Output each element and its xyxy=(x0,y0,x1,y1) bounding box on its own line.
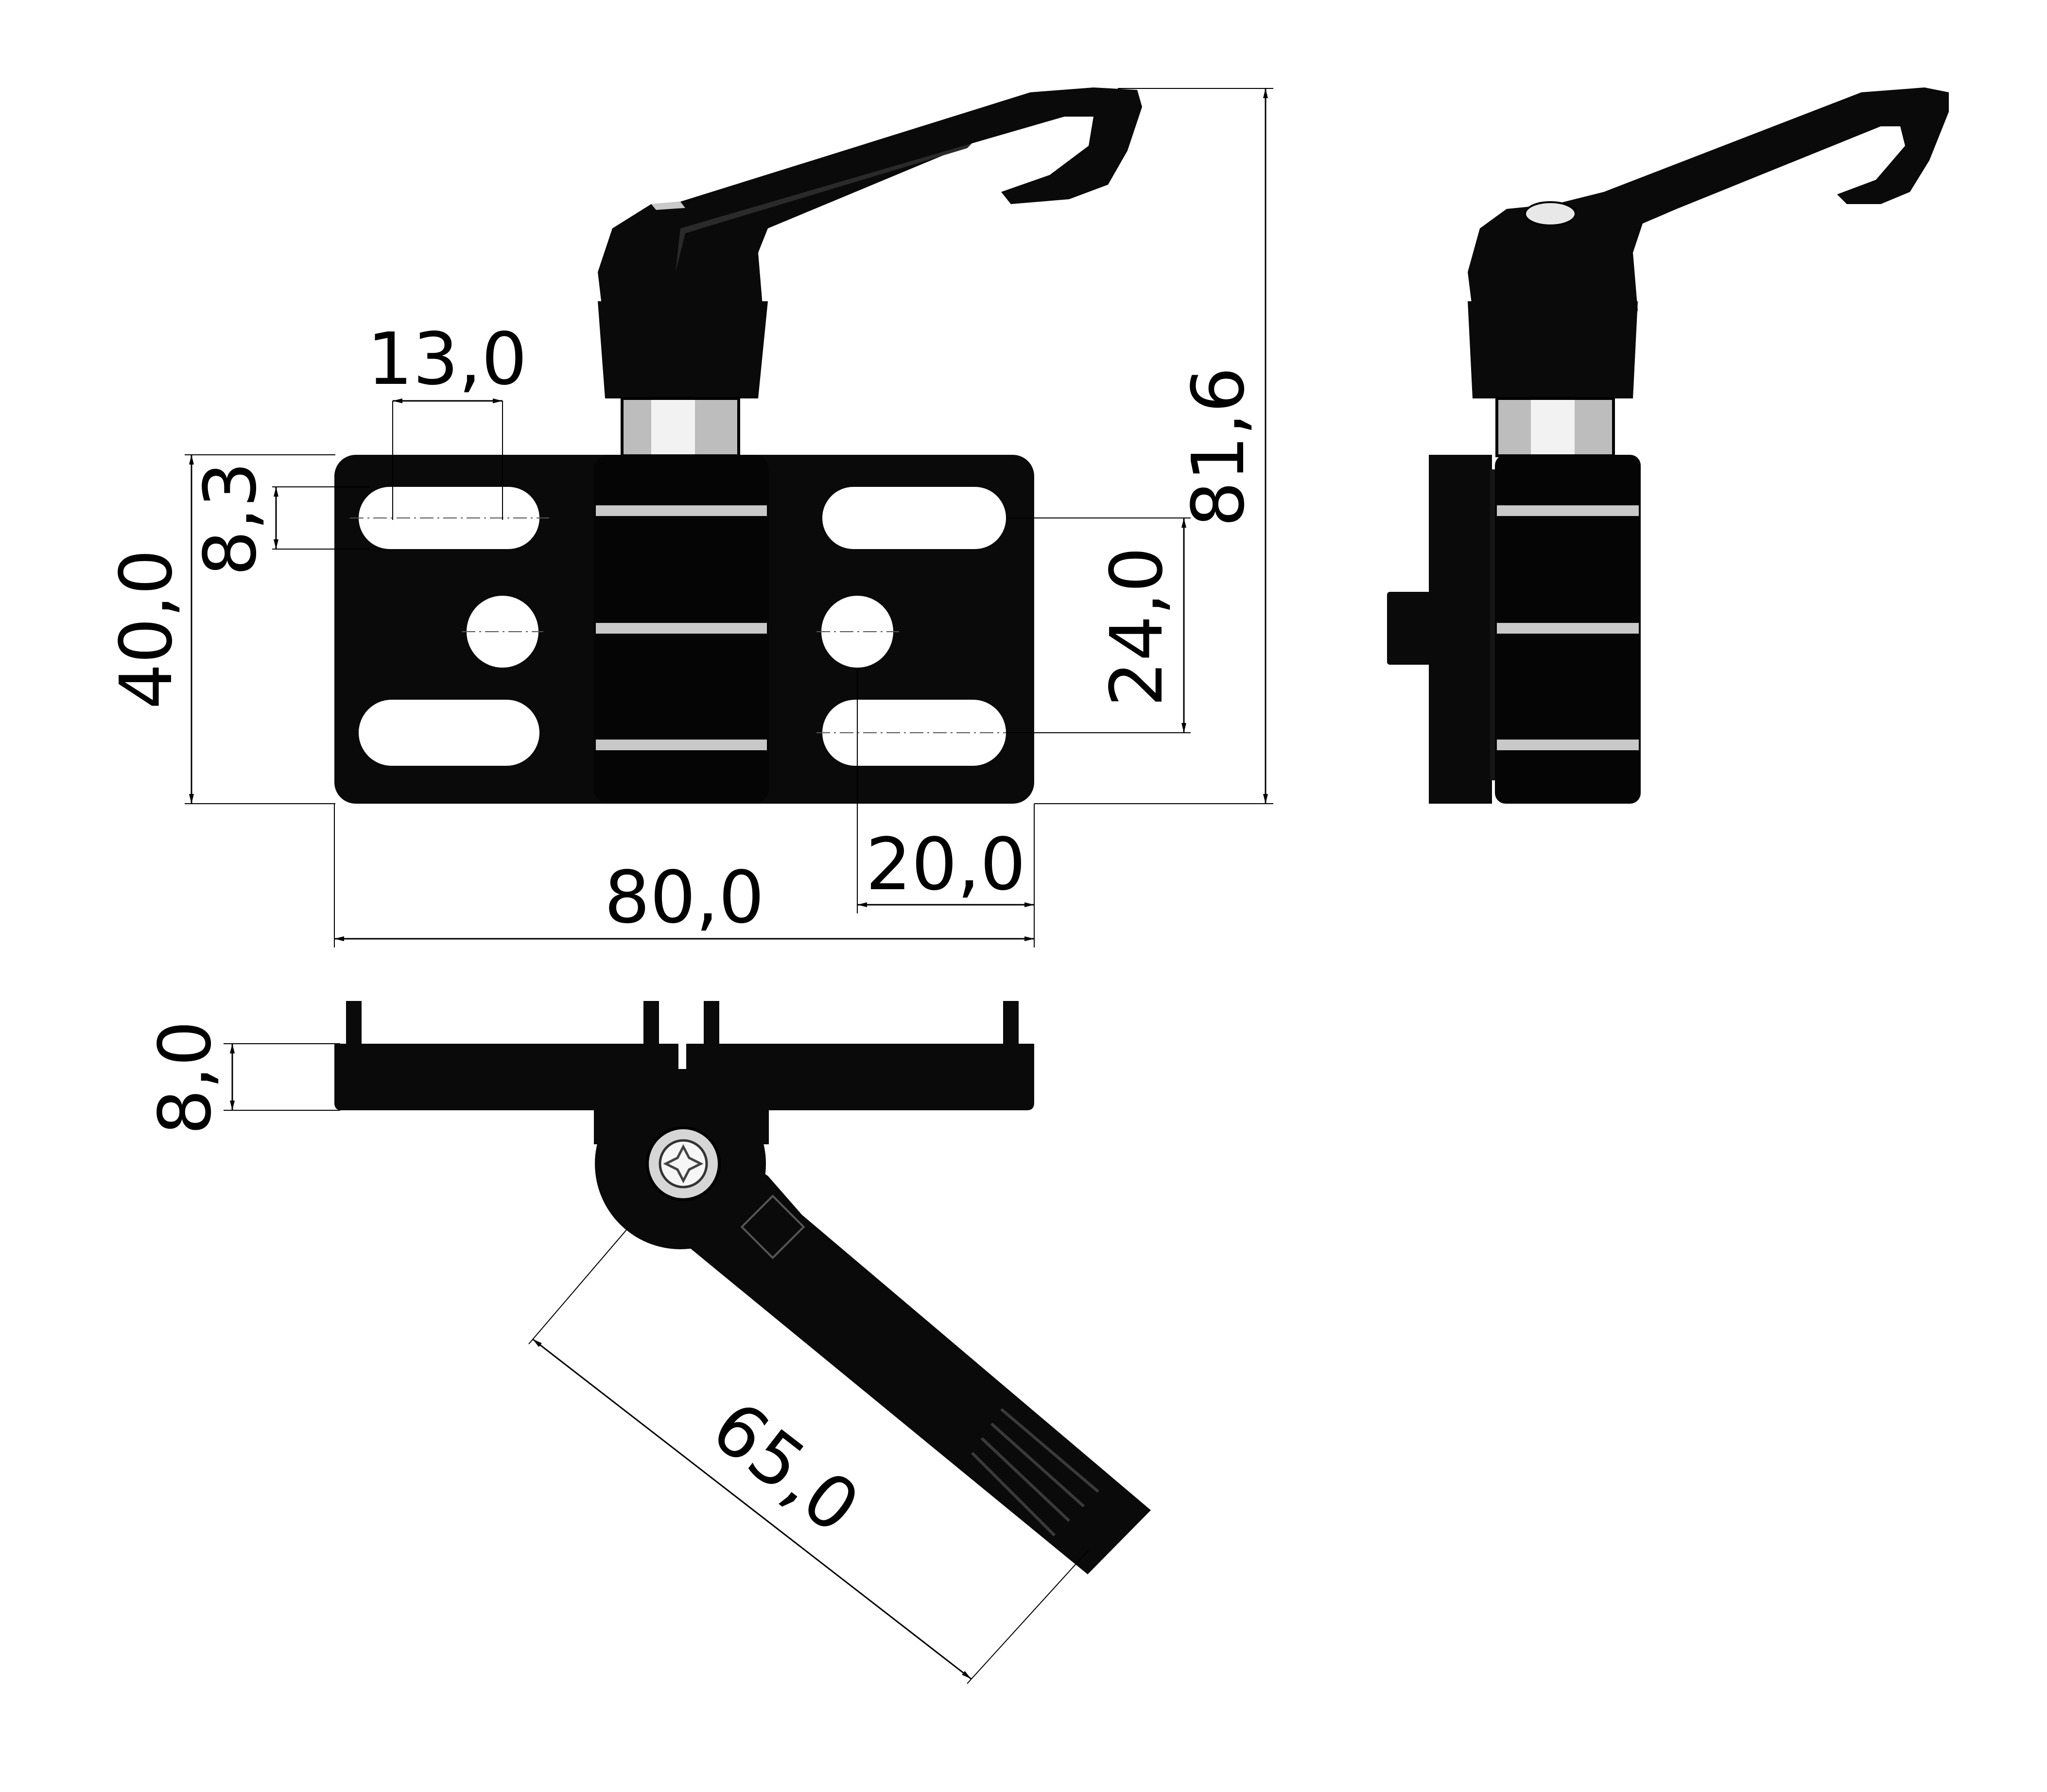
barrel-ring-top xyxy=(596,505,767,516)
dimension-lines xyxy=(185,88,1273,1684)
pin-2 xyxy=(643,1001,659,1046)
barrel-ring-mid xyxy=(596,623,767,634)
lever-grip-ridges xyxy=(971,1408,1099,1537)
slot-top-right xyxy=(822,487,1006,549)
front-view xyxy=(334,87,1142,804)
lever-highlight xyxy=(651,202,685,210)
dim-plate-width: 80,0 xyxy=(604,856,764,939)
pin-1 xyxy=(346,1001,362,1046)
dim-slot-width: 8,3 xyxy=(189,462,272,576)
dim-plate-height: 40,0 xyxy=(104,549,188,709)
side-plate xyxy=(1429,455,1492,804)
clamping-lever xyxy=(598,87,1142,313)
dim-slot-length: 13,0 xyxy=(367,317,527,401)
dim-total-height: 81,6 xyxy=(1177,367,1260,527)
side-lever-hub xyxy=(1468,301,1638,398)
torx-icon xyxy=(663,1144,704,1184)
dim-plate-thickness: 8,0 xyxy=(143,1020,227,1135)
side-plate-inner xyxy=(1490,469,1496,780)
screw-inner xyxy=(659,1139,708,1189)
dim-edge-offset: 20,0 xyxy=(866,823,1026,906)
pin-4 xyxy=(1003,1001,1019,1046)
side-lever xyxy=(1468,87,1949,311)
plate-split xyxy=(678,1040,686,1069)
pin-3 xyxy=(704,1001,719,1046)
shaft-collar-shine xyxy=(651,398,695,456)
dim-lever-length: 65,0 xyxy=(696,1385,874,1550)
slot-bottom-left xyxy=(359,700,539,766)
lever-logo xyxy=(740,1194,805,1259)
side-lever-screw xyxy=(1524,201,1577,226)
top-view xyxy=(334,1001,1151,1574)
lever-hub xyxy=(598,301,768,398)
barrel-ring-bottom xyxy=(596,740,767,750)
side-pin xyxy=(1387,592,1431,665)
side-view xyxy=(1387,87,1949,804)
dim-hole-spacing: 24,0 xyxy=(1095,547,1179,707)
